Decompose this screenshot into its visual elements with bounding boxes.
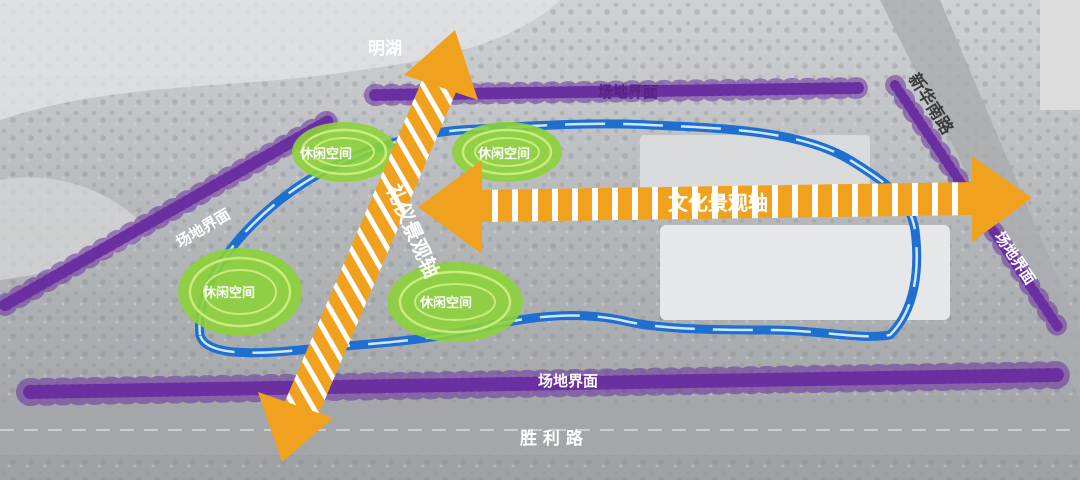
culture-axis-head-right (972, 156, 1032, 242)
lake-area (0, 0, 560, 120)
label-interface-bottom: 场地界面 (538, 372, 598, 390)
interface-line-top-inner (364, 77, 871, 106)
leisure-space-3 (178, 248, 302, 336)
culture-axis-head-left (418, 160, 482, 254)
culture-axis-arrow (418, 156, 1032, 254)
leisure-space-1 (292, 122, 396, 182)
interface-line-left-inner (0, 109, 341, 316)
label-road-south: 胜 利 路 (520, 428, 584, 449)
ritual-axis-head-bottom (258, 392, 333, 462)
label-leisure-2: 休闲空间 (477, 146, 530, 162)
label-leisure-1: 休闲空间 (299, 146, 352, 162)
building-main (660, 225, 950, 320)
interface-line-bottom-inner (16, 361, 1074, 406)
label-minghu: 明湖 (368, 39, 402, 59)
building-tower (1040, 0, 1080, 110)
culture-axis-shaft (478, 182, 975, 222)
ritual-axis-head-top (404, 30, 478, 100)
site-interface-lines (0, 75, 1074, 406)
leisure-space-4 (387, 262, 523, 342)
label-leisure-4: 休闲空间 (419, 295, 472, 311)
ritual-axis-arrow (258, 30, 478, 462)
label-leisure-3: 休闲空间 (202, 285, 255, 301)
ritual-axis-shaft (283, 78, 457, 418)
label-interface-top: 场地界面 (598, 83, 658, 101)
label-culture-axis: 文化景观轴 (668, 191, 768, 215)
